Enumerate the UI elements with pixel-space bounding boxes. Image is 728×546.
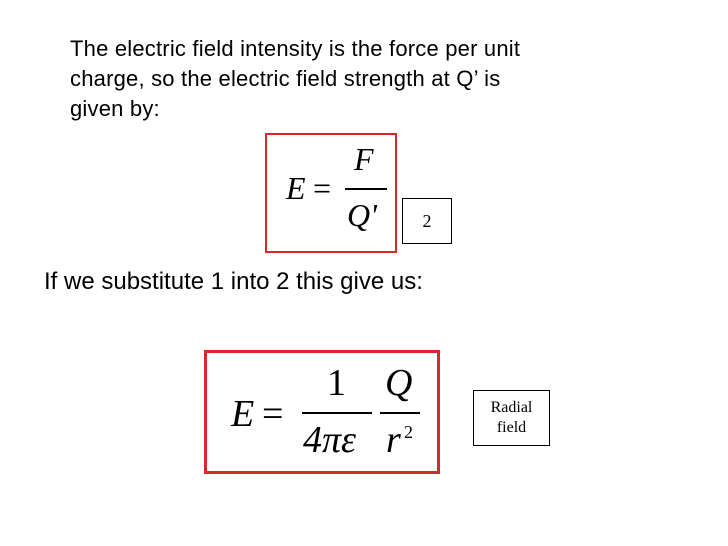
intro-line-1: The electric field intensity is the forc… xyxy=(70,36,521,61)
radial-label-line-1: Radial xyxy=(490,399,533,416)
radial-label-line-2: field xyxy=(496,419,527,436)
substitution-text: If we substitute 1 into 2 this give us: xyxy=(44,268,423,295)
radial-eq-exponent: 2 xyxy=(404,422,413,442)
eq2-lhs: E xyxy=(286,170,306,206)
intro-line-2: charge, so the electric field strength a… xyxy=(70,66,501,91)
radial-field-equation-box xyxy=(204,350,440,474)
radial-eq-denominator-1: 4πε xyxy=(303,419,357,461)
intro-paragraph: The electric field intensity is the forc… xyxy=(70,34,670,124)
radial-eq-denominator-2: r xyxy=(386,419,401,461)
radial-eq-fraction-bar-1 xyxy=(302,412,372,414)
eq2-numerator: F xyxy=(354,141,374,177)
radial-eq-numerator-1: 1 xyxy=(327,362,346,404)
radial-eq-lhs: E xyxy=(231,393,255,435)
equation-2-label: 2 xyxy=(402,198,452,244)
radial-eq-fraction-bar-2 xyxy=(380,412,420,414)
radial-eq-equals: = xyxy=(262,393,284,435)
eq2-fraction-bar xyxy=(345,188,387,190)
radial-field-label: Radial field xyxy=(473,390,550,446)
equation-2-box xyxy=(265,133,397,253)
eq2-equals: = xyxy=(313,170,332,206)
radial-eq-numerator-2: Q xyxy=(385,362,413,404)
intro-line-3: given by: xyxy=(70,96,160,121)
eq2-denominator: Q' xyxy=(347,197,377,233)
